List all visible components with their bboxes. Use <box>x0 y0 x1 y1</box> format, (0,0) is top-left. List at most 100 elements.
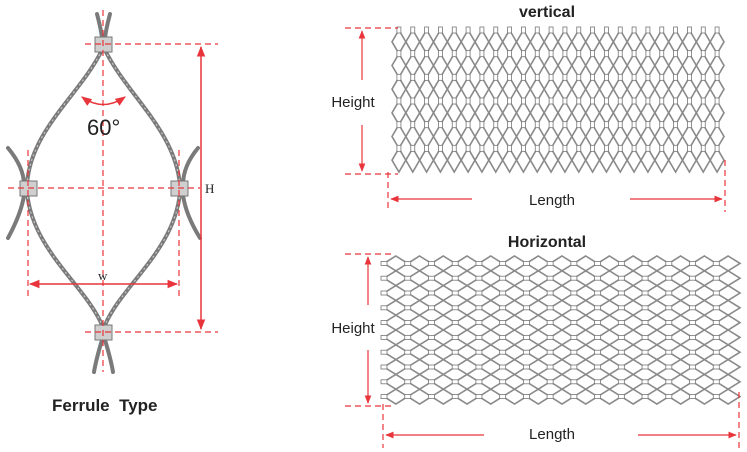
mesh-ferrule <box>659 73 665 81</box>
mesh-ferrule <box>570 305 578 311</box>
mesh-ferrule <box>546 379 554 385</box>
mesh-cell <box>619 269 647 287</box>
mesh-cell <box>643 284 671 302</box>
mesh-cell <box>460 99 476 127</box>
mesh-cell <box>626 99 642 127</box>
mesh-cell <box>691 329 718 346</box>
mesh-cell <box>619 388 647 405</box>
mesh-cell <box>557 146 573 174</box>
mesh-cell <box>529 99 546 127</box>
mesh-cell <box>596 329 623 346</box>
mesh-cell <box>714 343 742 361</box>
mesh-ferrule <box>617 379 625 385</box>
mesh-cell <box>432 123 449 150</box>
mesh-cell <box>529 52 546 79</box>
mesh-ferrule <box>594 394 601 400</box>
mesh-ferrule <box>507 50 512 58</box>
mesh-ferrule <box>617 305 625 311</box>
mesh-ferrule <box>570 379 578 385</box>
mesh-cell <box>691 388 718 405</box>
mesh-cell <box>382 388 410 405</box>
mesh-ferrule <box>523 260 530 266</box>
mesh-ferrule <box>507 121 512 129</box>
mesh-ferrule <box>590 50 595 58</box>
mesh-ferrule <box>475 320 483 326</box>
mesh-ferrule <box>562 26 568 34</box>
mesh-cell <box>667 329 695 346</box>
mesh-cell <box>667 269 695 287</box>
mesh-ferrule <box>475 275 483 281</box>
mesh-ferrule <box>410 144 416 152</box>
mesh-ferrule <box>665 379 673 385</box>
mesh-ferrule <box>451 364 459 370</box>
mesh-cell <box>572 388 600 405</box>
mesh-ferrule <box>576 50 582 58</box>
mesh-ferrule <box>645 97 651 105</box>
mesh-cell <box>453 299 481 317</box>
mesh-ferrule <box>493 73 499 81</box>
mesh-ferrule <box>712 290 720 296</box>
mesh-ferrule <box>665 275 673 281</box>
mesh-ferrule <box>594 379 601 385</box>
mesh-ferrule <box>590 144 595 152</box>
ferrule-caption: Ferrule Type <box>52 396 158 415</box>
mesh-ferrule <box>499 320 507 326</box>
mesh-ferrule <box>451 349 459 355</box>
mesh-cell <box>418 146 435 174</box>
mesh-cell <box>406 269 433 287</box>
mesh-cell <box>446 75 463 103</box>
mesh-cell <box>453 388 481 405</box>
mesh-ferrule <box>562 144 568 152</box>
mesh-cell <box>667 343 695 361</box>
mesh-cell <box>626 75 642 103</box>
mesh-ferrule <box>451 394 459 400</box>
mesh-cell <box>460 52 476 79</box>
mesh-cell <box>404 99 421 127</box>
mesh-ferrule <box>673 73 678 81</box>
mesh-ferrule <box>465 144 471 152</box>
mesh-ferrule <box>424 97 429 105</box>
mesh-cell <box>570 123 587 150</box>
mesh-cell <box>681 28 698 56</box>
mesh-cell <box>584 123 601 150</box>
mesh-cell <box>640 123 656 150</box>
mesh-cell <box>667 314 695 331</box>
mesh-cell <box>695 28 712 56</box>
mesh-ferrule <box>546 364 554 370</box>
mesh-ferrule <box>380 394 388 400</box>
mesh-ferrule <box>523 379 530 385</box>
mesh-ferrule <box>617 97 623 105</box>
mesh-ferrule <box>641 394 649 400</box>
mesh-ferrule <box>438 97 443 105</box>
mesh-ferrule <box>617 290 625 296</box>
mesh-cell <box>691 255 718 272</box>
mesh-cell <box>695 99 712 127</box>
mesh-ferrule <box>617 50 623 58</box>
mesh-ferrule <box>499 334 507 340</box>
mesh-ferrule <box>424 144 429 152</box>
mesh-cell <box>429 269 457 287</box>
mesh-ferrule <box>604 97 609 105</box>
mesh-cell <box>406 343 433 361</box>
mesh-cell <box>429 329 457 346</box>
mesh-ferrule <box>507 144 512 152</box>
mesh-ferrule <box>428 364 435 370</box>
mesh-ferrule <box>590 26 595 34</box>
mesh-cell <box>404 146 421 174</box>
mesh-ferrule <box>689 394 696 400</box>
mesh-cell <box>515 52 532 79</box>
mesh-ferrule <box>410 97 416 105</box>
mesh-cell <box>487 99 504 127</box>
mesh-ferrule <box>493 97 499 105</box>
mesh-ferrule <box>659 50 665 58</box>
mesh-ferrule <box>479 144 485 152</box>
mesh-cell <box>643 388 671 405</box>
mesh-ferrule <box>534 26 540 34</box>
mesh-ferrule <box>714 26 720 34</box>
mesh-cell <box>695 123 712 150</box>
mesh-ferrule <box>396 50 402 58</box>
mesh-cell <box>572 284 600 302</box>
mesh-ferrule <box>521 73 526 81</box>
mesh-cell <box>548 255 576 272</box>
